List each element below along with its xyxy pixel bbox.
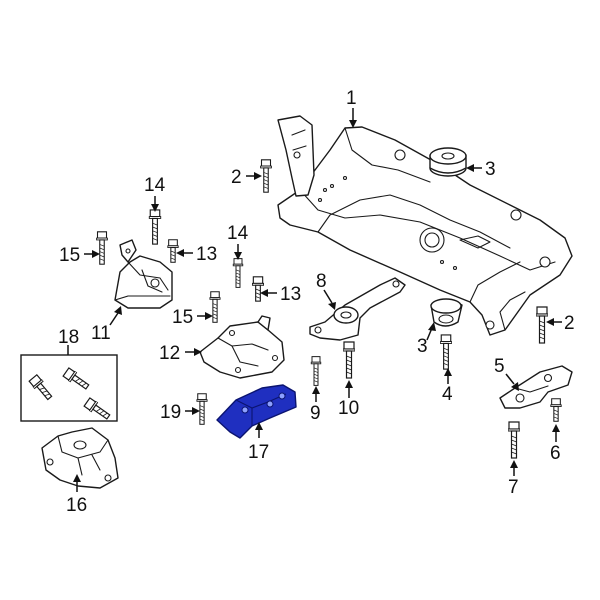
bolt-part-19 (196, 393, 208, 425)
bracket-part-12 (199, 315, 285, 379)
callout-labels: 1 2 2 3 3 4 5 6 7 8 9 10 11 12 13 13 14 … (58, 88, 575, 516)
callout-10: 10 (338, 398, 359, 419)
bolt-part-14-lower (232, 258, 244, 288)
bolt-part-13-upper (167, 239, 179, 263)
subframe-part-1 (277, 115, 573, 336)
callout-4: 4 (442, 384, 453, 405)
bolt-part-9 (310, 356, 322, 386)
mount-bushing-part-3-lower (430, 298, 463, 327)
transmission-mount-part-17-highlighted (216, 384, 297, 439)
bolt-part-4 (440, 334, 452, 370)
callout-9: 9 (310, 403, 321, 424)
callout-12: 12 (159, 343, 180, 364)
callout-14-upper: 14 (144, 175, 166, 196)
callout-2-upper: 2 (231, 167, 242, 188)
callout-8: 8 (316, 271, 327, 292)
callout-13-upper: 13 (196, 244, 217, 265)
bolt-part-7 (508, 421, 520, 459)
engine-mount-part-11 (114, 239, 173, 309)
callout-1: 1 (346, 88, 357, 109)
callout-11: 11 (91, 323, 111, 344)
callout-7: 7 (508, 477, 519, 498)
bolt-part-13-lower (252, 276, 264, 302)
callout-18: 18 (58, 327, 79, 348)
callout-3-lower: 3 (417, 336, 428, 357)
bolt-kit-part-18 (20, 354, 118, 423)
callout-3-upper: 3 (485, 159, 496, 180)
callout-5: 5 (494, 356, 505, 377)
bolt-part-15-upper (96, 231, 108, 265)
bolt-part-15-lower (209, 291, 221, 323)
bracket-part-5 (499, 365, 573, 409)
callout-15-upper: 15 (59, 245, 80, 266)
callout-15-lower: 15 (172, 307, 193, 328)
callout-13-lower: 13 (280, 284, 301, 305)
callout-16: 16 (66, 495, 87, 516)
leader-lines (67, 108, 562, 492)
mount-bushing-part-3-upper (429, 147, 467, 177)
callout-14-lower: 14 (227, 223, 249, 244)
torque-rod-part-8 (309, 277, 406, 341)
bolt-part-2-lower (536, 306, 548, 344)
callout-2-lower: 2 (564, 313, 575, 334)
callout-17: 17 (248, 442, 269, 463)
bolt-part-6 (550, 398, 562, 422)
bolt-part-14-upper (148, 209, 162, 245)
callout-6: 6 (550, 443, 561, 464)
mount-assembly-part-16 (41, 427, 119, 489)
callout-19: 19 (160, 402, 181, 423)
bolt-part-2-upper (260, 159, 272, 193)
bolt-part-10 (343, 341, 355, 379)
